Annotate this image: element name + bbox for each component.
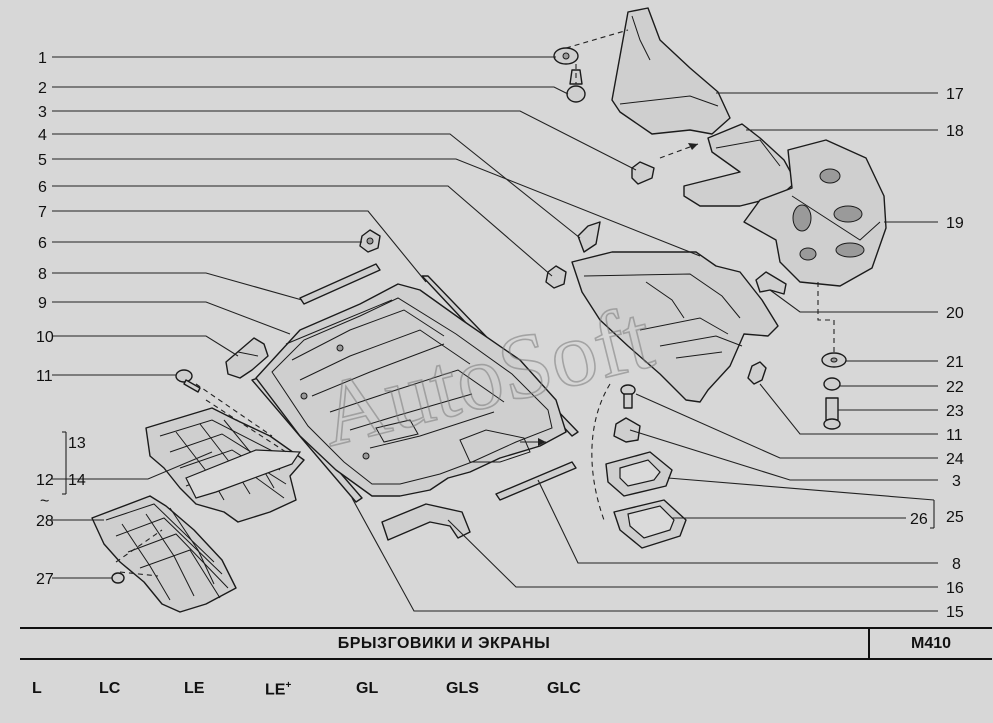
part-18-bracket-shield (683, 123, 797, 207)
callout-20: 20 (946, 305, 964, 322)
part-6-nut-lower (545, 265, 567, 289)
part-21-washer (821, 352, 847, 368)
trim-level-glc: GLC (547, 680, 581, 697)
callout-4: 4 (38, 127, 47, 144)
trim-level-le-plus-label: LE (265, 681, 286, 699)
callout-range-tilde: ~ (40, 493, 49, 510)
part-25-grommet (605, 451, 673, 497)
callout-numbers: 1 2 3 4 5 6 7 6 8 9 10 11 13 12 14 ~ 28 … (36, 50, 964, 621)
callout-2: 2 (38, 80, 47, 97)
part-3-clip-lower (613, 417, 641, 443)
trim-level-lc: LC (99, 680, 121, 697)
callout-3: 3 (38, 104, 47, 121)
part-28-grid-shield (91, 495, 237, 613)
exploded-parts-diagram: AutoSoft 1 2 3 4 5 6 7 6 8 9 10 11 13 12… (36, 7, 964, 621)
callout-27: 27 (36, 571, 54, 588)
title-divider (868, 629, 870, 658)
callout-22: 22 (946, 379, 964, 396)
trim-level-le-plus: LE+ (265, 680, 291, 699)
callout-19: 19 (946, 215, 964, 232)
part-8-strip-lower (495, 461, 577, 501)
callout-5: 5 (38, 152, 47, 169)
part-27-screw (111, 572, 125, 584)
part-4-muffler-shield (571, 251, 779, 403)
part-6-nut-upper (359, 229, 381, 253)
part-19-perforated-shield (743, 139, 887, 287)
callout-6-second: 6 (38, 235, 47, 252)
part-1-washer (553, 47, 579, 65)
callout-3-right: 3 (952, 473, 961, 490)
title-bar: БРЫЗГОВИКИ И ЭКРАНЫ M410 (20, 627, 992, 660)
page-code: M410 (910, 634, 952, 652)
trim-level-gls: GLS (446, 680, 479, 697)
leader-lines (52, 56, 938, 612)
part-16-channel (381, 503, 471, 541)
part-3-clip-upper (631, 161, 655, 185)
part-11-bolt-left (175, 369, 201, 393)
callout-9: 9 (38, 295, 47, 312)
callout-28: 28 (36, 513, 54, 530)
page-title: БРЫЗГОВИКИ И ЭКРАНЫ (337, 634, 551, 652)
part-17-heat-shield (611, 7, 731, 135)
trim-level-plus-mark: + (285, 680, 292, 691)
part-24-bolt (620, 384, 636, 409)
assembly-guides (115, 29, 835, 577)
callout-12: 12 (36, 472, 54, 489)
callout-11: 11 (36, 368, 53, 385)
part-5-clip (577, 221, 601, 253)
part-22-nut (823, 377, 841, 391)
part-9-floor-shield (255, 283, 567, 497)
part-26-seal (613, 499, 687, 549)
trim-level-l: L (32, 680, 42, 697)
trim-level-gl: GL (356, 680, 379, 697)
callout-10: 10 (36, 329, 54, 346)
callout-25: 25 (946, 509, 964, 526)
callout-14: 14 (68, 472, 86, 489)
callout-11-right: 11 (946, 427, 963, 444)
callout-18: 18 (946, 123, 964, 140)
part-20-bracket (755, 271, 787, 295)
callout-24: 24 (946, 451, 964, 468)
callout-26: 26 (910, 511, 928, 528)
callout-8: 8 (38, 266, 47, 283)
callout-15: 15 (946, 604, 964, 621)
callout-7: 7 (38, 204, 47, 221)
callout-17: 17 (946, 86, 964, 103)
part-11-bolt-right (747, 361, 767, 385)
part-8-strip-upper (299, 263, 381, 305)
callout-23: 23 (946, 403, 964, 420)
callout-21: 21 (946, 354, 964, 371)
part-23-bolt (823, 397, 841, 430)
callout-13: 13 (68, 435, 86, 452)
callout-1: 1 (38, 50, 47, 67)
callout-16: 16 (946, 580, 964, 597)
callout-8-right: 8 (952, 556, 961, 573)
part-10-bracket (225, 337, 269, 379)
callout-6: 6 (38, 179, 47, 196)
trim-level-le: LE (184, 680, 205, 697)
part-14-grid-shield (145, 407, 305, 523)
